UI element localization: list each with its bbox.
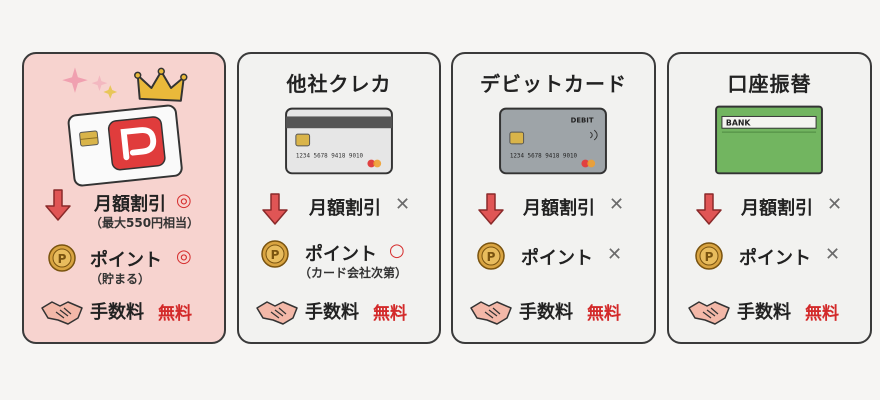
- p-coin-icon: P: [477, 242, 505, 270]
- panel-other-credit-card: 他社クレカ 1234 5678 9418 9010 月額割引 ✕ P ポイント …: [237, 52, 441, 344]
- card-number: 1234 5678 9418 9010: [296, 154, 364, 160]
- fee-label: 手数料: [90, 302, 144, 323]
- fee-label: 手数料: [305, 302, 359, 323]
- monthly-discount-note: （最大550円相当）: [90, 216, 200, 230]
- sparkle-icon: [62, 67, 108, 93]
- monthly-discount-label: 月額割引: [309, 198, 381, 219]
- monthly-discount-row: 月額割引 ✕: [669, 192, 870, 225]
- points-mark: ◎: [176, 246, 192, 267]
- monthly-discount-row: 月額割引 ✕: [453, 192, 654, 225]
- points-row: P ポイント ◎ （貯まる）: [24, 244, 224, 286]
- points-label: ポイント: [739, 248, 811, 269]
- monthly-discount-label: 月額割引: [523, 198, 595, 219]
- down-arrow-icon: [262, 193, 288, 225]
- panel-paypay-card: 月額割引 ◎ （最大550円相当） P ポイント ◎ （貯まる） 手数料 無料: [22, 52, 226, 344]
- points-row: P ポイント ✕: [453, 242, 654, 272]
- fee-free-value: 無料: [587, 304, 621, 324]
- points-label: ポイント: [521, 248, 593, 269]
- card-number: 1234 5678 9418 9010: [510, 154, 578, 160]
- p-coin-icon: P: [695, 242, 723, 270]
- bankbook-label: BANK: [726, 118, 752, 127]
- down-arrow-icon: [696, 193, 722, 225]
- monthly-discount-mark: ✕: [827, 194, 843, 215]
- fee-row: 手数料 無料: [669, 296, 870, 326]
- handshake-icon: [41, 301, 83, 325]
- fee-label: 手数料: [737, 302, 791, 323]
- panel-title: 口座振替: [727, 72, 812, 96]
- panel-debit-card: デビットカード DEBIT 1234 5678 9418 9010 月額割引 ✕…: [451, 52, 656, 344]
- handshake-icon: [688, 301, 730, 325]
- points-note: （貯まる）: [90, 272, 151, 286]
- down-arrow-icon: [478, 193, 504, 225]
- p-coin-icon: P: [48, 244, 76, 272]
- points-mark: ✕: [607, 244, 623, 265]
- card-type-label: DEBIT: [571, 116, 594, 124]
- monthly-discount-mark: ◎: [176, 190, 192, 211]
- debit-card-illustration: DEBIT 1234 5678 9418 9010: [499, 107, 607, 175]
- fee-row: 手数料 無料: [239, 296, 439, 326]
- credit-card-illustration: 1234 5678 9418 9010: [285, 107, 393, 175]
- monthly-discount-mark: ✕: [609, 194, 625, 215]
- monthly-discount-row: 月額割引 ✕: [239, 192, 439, 225]
- paypay-card-illustration: [62, 67, 188, 187]
- points-row: P ポイント ✕: [669, 242, 870, 272]
- monthly-discount-label: 月額割引: [94, 194, 166, 215]
- fee-free-value: 無料: [158, 304, 192, 324]
- handshake-icon: [470, 301, 512, 325]
- points-note: （カード会社次第）: [299, 266, 408, 280]
- down-arrow-icon: [45, 189, 71, 221]
- monthly-discount-label: 月額割引: [741, 198, 813, 219]
- crown-icon: [134, 67, 188, 102]
- fee-row: 手数料 無料: [453, 296, 654, 326]
- panel-bank-transfer: 口座振替 BANK 月額割引 ✕ P ポイント ✕ 手数料 無料: [667, 52, 872, 344]
- bankbook-illustration: BANK: [715, 105, 823, 175]
- monthly-discount-row: 月額割引 ◎ （最大550円相当）: [24, 188, 224, 230]
- panel-title: デビットカード: [480, 72, 627, 96]
- paypay-logo: [107, 116, 166, 171]
- monthly-discount-mark: ✕: [395, 194, 411, 215]
- fee-free-value: 無料: [805, 304, 839, 324]
- sparkle-small-icon: [103, 85, 118, 99]
- points-row: P ポイント ○ （カード会社次第）: [239, 238, 439, 280]
- fee-free-value: 無料: [373, 304, 407, 324]
- svg-text:P: P: [705, 250, 714, 264]
- fee-row: 手数料 無料: [24, 296, 224, 326]
- svg-text:P: P: [271, 248, 280, 262]
- fee-label: 手数料: [519, 302, 573, 323]
- svg-text:P: P: [487, 250, 496, 264]
- p-coin-icon: P: [261, 240, 289, 268]
- points-mark: ○: [389, 240, 405, 261]
- handshake-icon: [256, 301, 298, 325]
- svg-text:P: P: [58, 252, 67, 266]
- panel-title: 他社クレカ: [286, 72, 392, 96]
- points-mark: ✕: [825, 244, 841, 265]
- points-label: ポイント: [305, 244, 377, 265]
- points-label: ポイント: [90, 250, 162, 271]
